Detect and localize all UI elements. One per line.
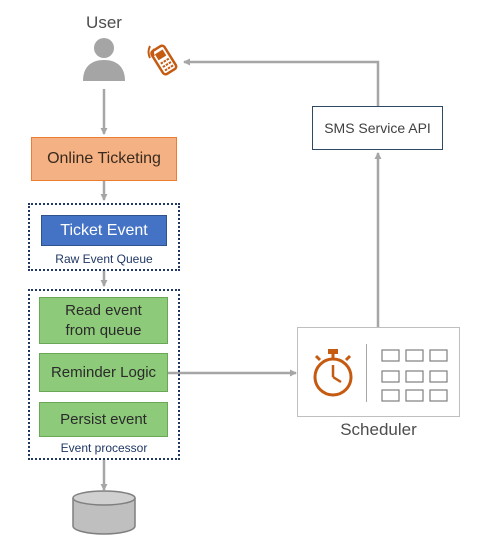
raw-event-queue-container [28, 203, 180, 271]
scheduler-label: Scheduler [340, 420, 417, 439]
reminder-logic-label: Reminder Logic [50, 363, 157, 381]
calendar-grid-icon [381, 349, 448, 402]
persist-event-step: Persist event [39, 402, 168, 437]
database-icon [72, 490, 136, 535]
arrow-sms-to-phone [183, 58, 380, 106]
stopwatch-icon [313, 349, 353, 397]
ticket-event-box: Ticket Event [41, 215, 167, 246]
read-event-label: Read event from queue [65, 301, 142, 339]
persist-event-label: Persist event [60, 410, 147, 428]
sms-service-box: SMS Service API [312, 106, 443, 150]
scheduler-box [297, 327, 460, 417]
event-processor-caption: Event processor [60, 441, 148, 455]
online-ticketing-label: Online Ticketing [47, 150, 161, 167]
reminder-logic-step: Reminder Logic [39, 353, 168, 392]
online-ticketing-box: Online Ticketing [31, 137, 177, 181]
user-icon [83, 38, 125, 81]
raw-event-queue-caption: Raw Event Queue [55, 252, 153, 266]
user-label: User [86, 13, 122, 32]
ticket-event-label: Ticket Event [60, 221, 148, 239]
scheduler-divider [366, 344, 367, 402]
read-event-step: Read event from queue [39, 297, 168, 344]
event-processor-container [28, 289, 180, 460]
sms-service-label: SMS Service API [324, 120, 431, 136]
mobile-phone-icon [147, 44, 178, 76]
